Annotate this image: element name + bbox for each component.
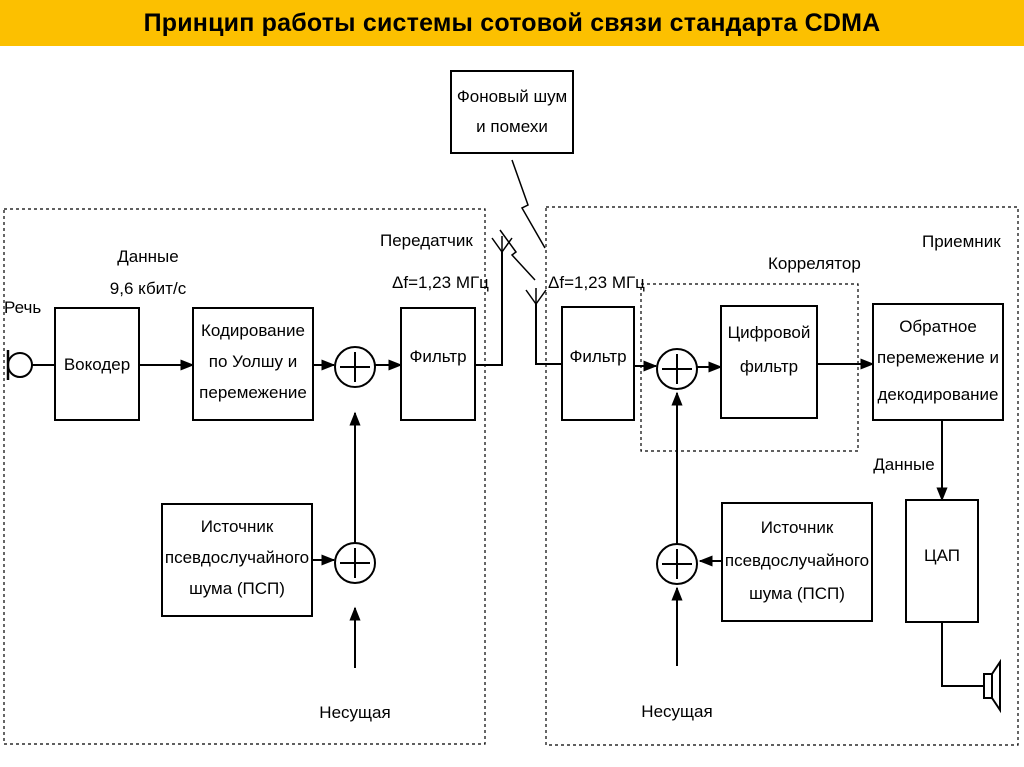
rx-antenna-icon [525,288,547,305]
speech-label: Речь [4,298,41,317]
noise-label-line2: и помехи [476,117,548,136]
tx-antenna-icon [491,236,513,253]
receiver-boundary [545,206,1019,746]
walsh-coding-line1: Кодирование [201,321,305,340]
rx-bandwidth-label: Δf=1,23 МГц [548,273,645,292]
data-rate-label-line1: Данные [117,247,178,266]
tx-adder-2-icon [334,542,376,584]
tx-pn-line2: псевдослучайного [165,548,309,567]
rx-pn-line3: шума (ПСП) [749,584,845,603]
digital-filter-line2: фильтр [740,357,798,376]
deinterleave-line1: Обратное [899,317,977,336]
rx-carrier-label: Несущая [641,702,712,721]
walsh-coding-block: Кодирование по Уолшу и перемежение [192,307,314,421]
rx-pn-source-block: Источник псевдослучайного шума (ПСП) [721,502,873,622]
title-bar: Принцип работы системы сотовой связи ста… [0,0,1024,46]
dac-block: ЦАП [905,499,979,623]
rx-pn-line2: псевдослучайного [725,551,869,570]
interference-lightning-icon [499,159,546,281]
tx-adder-1-icon [334,346,376,388]
digital-filter-line1: Цифровой [728,323,811,342]
tx-filter-label: Фильтр [409,347,466,366]
deinterleave-line2: перемежение и [877,348,999,367]
tx-pn-line3: шума (ПСП) [189,579,285,598]
rx-adder-1-icon [656,348,698,390]
rx-pn-line1: Источник [761,518,834,537]
correlator-boundary [640,283,859,452]
digital-filter-block: Цифровой фильтр [720,305,818,419]
rx-filter-label: Фильтр [569,347,626,366]
page-title: Принцип работы системы сотовой связи ста… [143,8,881,37]
rx-data-label: Данные [873,455,934,474]
tx-bandwidth-label: Δf=1,23 МГц [392,273,489,292]
tx-pn-source-block: Источник псевдослучайного шума (ПСП) [161,503,313,617]
microphone-icon [6,350,33,380]
tx-carrier-label: Несущая [319,703,390,722]
transmitter-label: Передатчик [380,231,473,250]
deinterleave-line3: декодирование [877,385,998,404]
correlator-label: Коррелятор [768,254,861,273]
rx-filter-block: Фильтр [561,306,635,421]
deinterleave-decode-block: Обратное перемежение и декодирование [872,303,1004,421]
transmitter-boundary [3,208,486,745]
data-rate-label-line2: 9,6 кбит/с [110,279,187,298]
tx-filter-block: Фильтр [400,307,476,421]
walsh-coding-line2: по Уолшу и [209,352,297,371]
speaker-icon [983,658,1001,714]
noise-box: Фоновый шум и помехи [450,70,574,154]
walsh-coding-line3: перемежение [199,383,307,402]
vocoder-label: Вокодер [64,355,130,374]
receiver-label: Приемник [922,232,1001,251]
dac-label: ЦАП [924,546,960,565]
tx-pn-line1: Источник [201,517,274,536]
noise-label-line1: Фоновый шум [457,87,567,106]
rx-adder-2-icon [656,543,698,585]
vocoder-block: Вокодер [54,307,140,421]
